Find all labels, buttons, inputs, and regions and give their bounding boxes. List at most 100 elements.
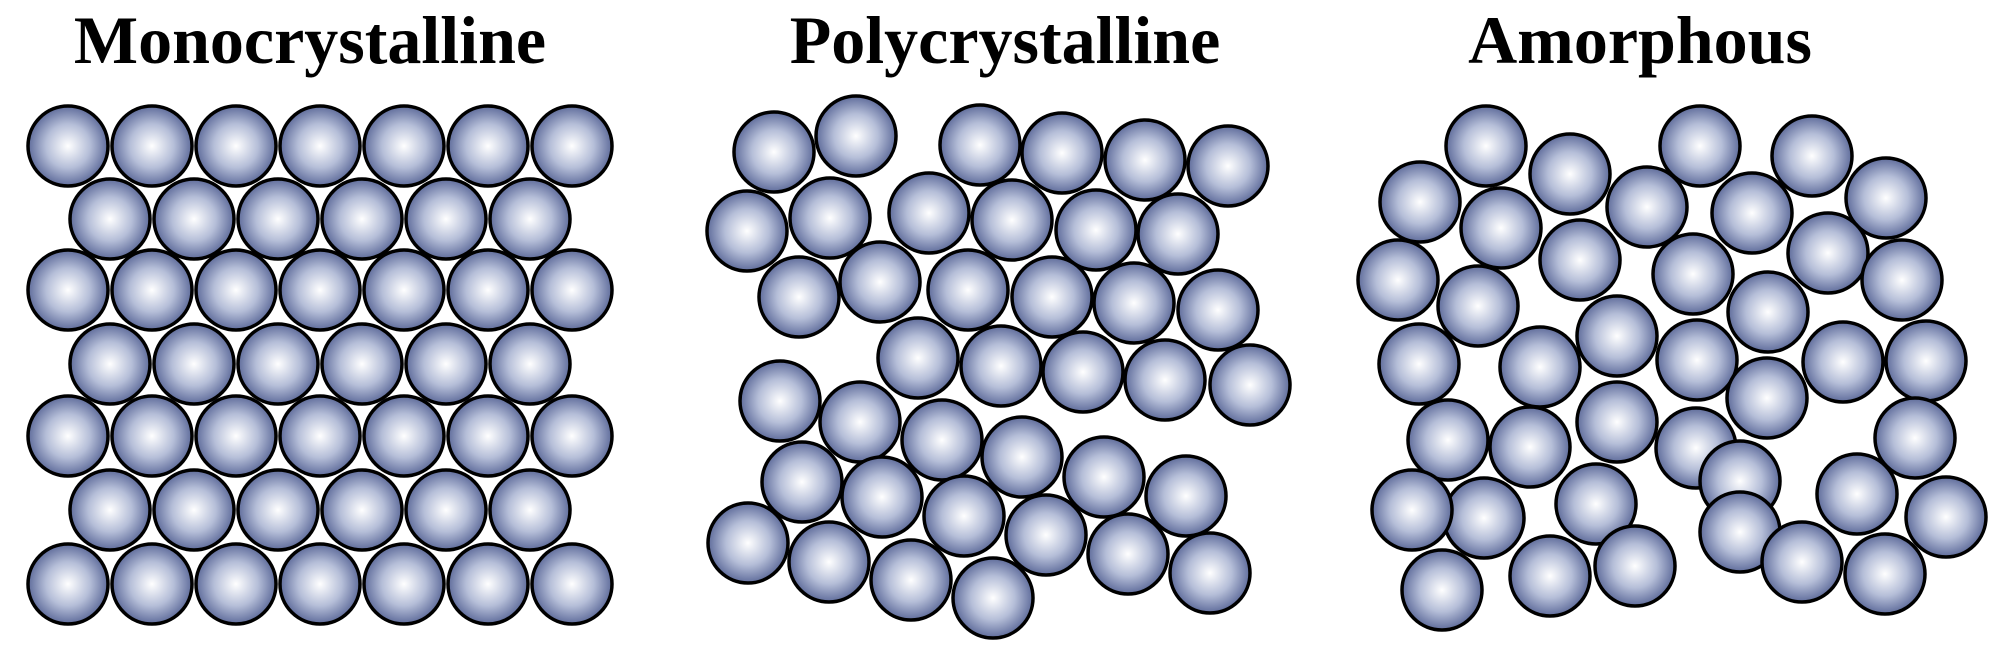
- polycrystalline-lattice: [705, 94, 1292, 640]
- monocrystalline-atom: [152, 177, 236, 261]
- polycrystalline-atom: [840, 455, 924, 539]
- amorphous-atom: [1593, 524, 1677, 608]
- monocrystalline-atom: [26, 394, 110, 478]
- amorphous-atom: [1726, 270, 1810, 354]
- monocrystalline-atom: [26, 248, 110, 332]
- monocrystalline-atom: [68, 177, 152, 261]
- monocrystalline-atom: [278, 394, 362, 478]
- amorphous-atom: [1459, 186, 1543, 270]
- polycrystalline-atom: [1020, 111, 1104, 195]
- amorphous-atom: [1884, 319, 1968, 403]
- polycrystalline-atom: [1092, 261, 1176, 345]
- amorphous-atom: [1498, 325, 1582, 409]
- polycrystalline-atom: [922, 474, 1006, 558]
- panel-title-polycrystalline: Polycrystalline: [789, 2, 1221, 78]
- polycrystalline-atom: [1176, 268, 1260, 352]
- monocrystalline-atom: [236, 322, 320, 406]
- monocrystalline-atom: [236, 468, 320, 552]
- monocrystalline-atom: [320, 468, 404, 552]
- monocrystalline-atom: [68, 322, 152, 406]
- monocrystalline-atom: [110, 104, 194, 188]
- monocrystalline-atom: [110, 542, 194, 626]
- amorphous-atom: [1658, 104, 1742, 188]
- monocrystalline-atom: [488, 177, 572, 261]
- monocrystalline-atom: [278, 104, 362, 188]
- monocrystalline-atom: [152, 322, 236, 406]
- polycrystalline-atom: [818, 380, 902, 464]
- amorphous-atom: [1442, 476, 1526, 560]
- monocrystalline-atom: [110, 394, 194, 478]
- polycrystalline-atom: [1186, 124, 1270, 208]
- amorphous-atom: [1760, 520, 1844, 604]
- polycrystalline-atom: [926, 248, 1010, 332]
- amorphous-atom: [1605, 165, 1689, 249]
- amorphous-atom: [1844, 156, 1928, 240]
- monocrystalline-atom: [530, 542, 614, 626]
- polycrystalline-atom: [869, 538, 953, 622]
- monocrystalline-atom: [152, 468, 236, 552]
- monocrystalline-atom: [236, 177, 320, 261]
- amorphous-atom: [1801, 320, 1885, 404]
- polycrystalline-atom: [706, 501, 790, 585]
- polycrystalline-atom: [1054, 188, 1138, 272]
- monocrystalline-atom: [362, 248, 446, 332]
- polycrystalline-atom: [887, 171, 971, 255]
- monocrystalline-atom: [194, 394, 278, 478]
- polycrystalline-atom: [1103, 118, 1187, 202]
- polycrystalline-atom: [732, 110, 816, 194]
- polycrystalline-atom: [757, 255, 841, 339]
- monocrystalline-atom: [530, 104, 614, 188]
- monocrystalline-atom: [68, 468, 152, 552]
- polycrystalline-atom: [938, 103, 1022, 187]
- monocrystalline-atom: [530, 248, 614, 332]
- monocrystalline-atom: [110, 248, 194, 332]
- monocrystalline-atom: [404, 177, 488, 261]
- monocrystalline-atom: [362, 394, 446, 478]
- monocrystalline-atom: [320, 177, 404, 261]
- monocrystalline-atom: [488, 468, 572, 552]
- amorphous-atom: [1377, 322, 1461, 406]
- amorphous-atom: [1786, 211, 1870, 295]
- polycrystalline-atom: [705, 189, 789, 273]
- polycrystalline-atom: [1086, 512, 1170, 596]
- amorphous-atom: [1655, 318, 1739, 402]
- monocrystalline-atom: [446, 104, 530, 188]
- polycrystalline-atom: [1136, 192, 1220, 276]
- polycrystalline-atom: [980, 415, 1064, 499]
- polycrystalline-atom: [787, 520, 871, 604]
- amorphous-atom: [1436, 264, 1520, 348]
- amorphous-atom: [1444, 104, 1528, 188]
- monocrystalline-atom: [278, 248, 362, 332]
- amorphous-atom: [1904, 475, 1988, 559]
- amorphous-atom: [1815, 452, 1899, 536]
- monocrystalline-atom: [404, 322, 488, 406]
- polycrystalline-atom: [814, 94, 898, 178]
- amorphous-atom: [1406, 398, 1490, 482]
- amorphous-atom: [1651, 232, 1735, 316]
- polycrystalline-atom: [959, 324, 1043, 408]
- polycrystalline-atom: [1010, 255, 1094, 339]
- amorphous-atom: [1575, 380, 1659, 464]
- monocrystalline-atom: [362, 104, 446, 188]
- polycrystalline-atom: [760, 440, 844, 524]
- amorphous-atom: [1378, 160, 1462, 244]
- panel-title-monocrystalline: Monocrystalline: [73, 2, 547, 78]
- amorphous-atom: [1725, 356, 1809, 440]
- amorphous-atom: [1575, 294, 1659, 378]
- monocrystalline-atom: [26, 104, 110, 188]
- amorphous-atom: [1873, 396, 1957, 480]
- polycrystalline-atom: [1041, 330, 1125, 414]
- polycrystalline-atom: [1004, 493, 1088, 577]
- polycrystalline-atom: [1144, 454, 1228, 538]
- monocrystalline-atom: [362, 542, 446, 626]
- polycrystalline-atom: [970, 178, 1054, 262]
- monocrystalline-atom: [26, 542, 110, 626]
- panel-title-amorphous: Amorphous: [1468, 2, 1812, 78]
- amorphous-atom: [1508, 534, 1592, 618]
- amorphous-atom: [1528, 132, 1612, 216]
- amorphous-atom: [1770, 114, 1854, 198]
- polycrystalline-atom: [1062, 435, 1146, 519]
- polycrystalline-atom: [1168, 531, 1252, 615]
- monocrystalline-atom: [194, 104, 278, 188]
